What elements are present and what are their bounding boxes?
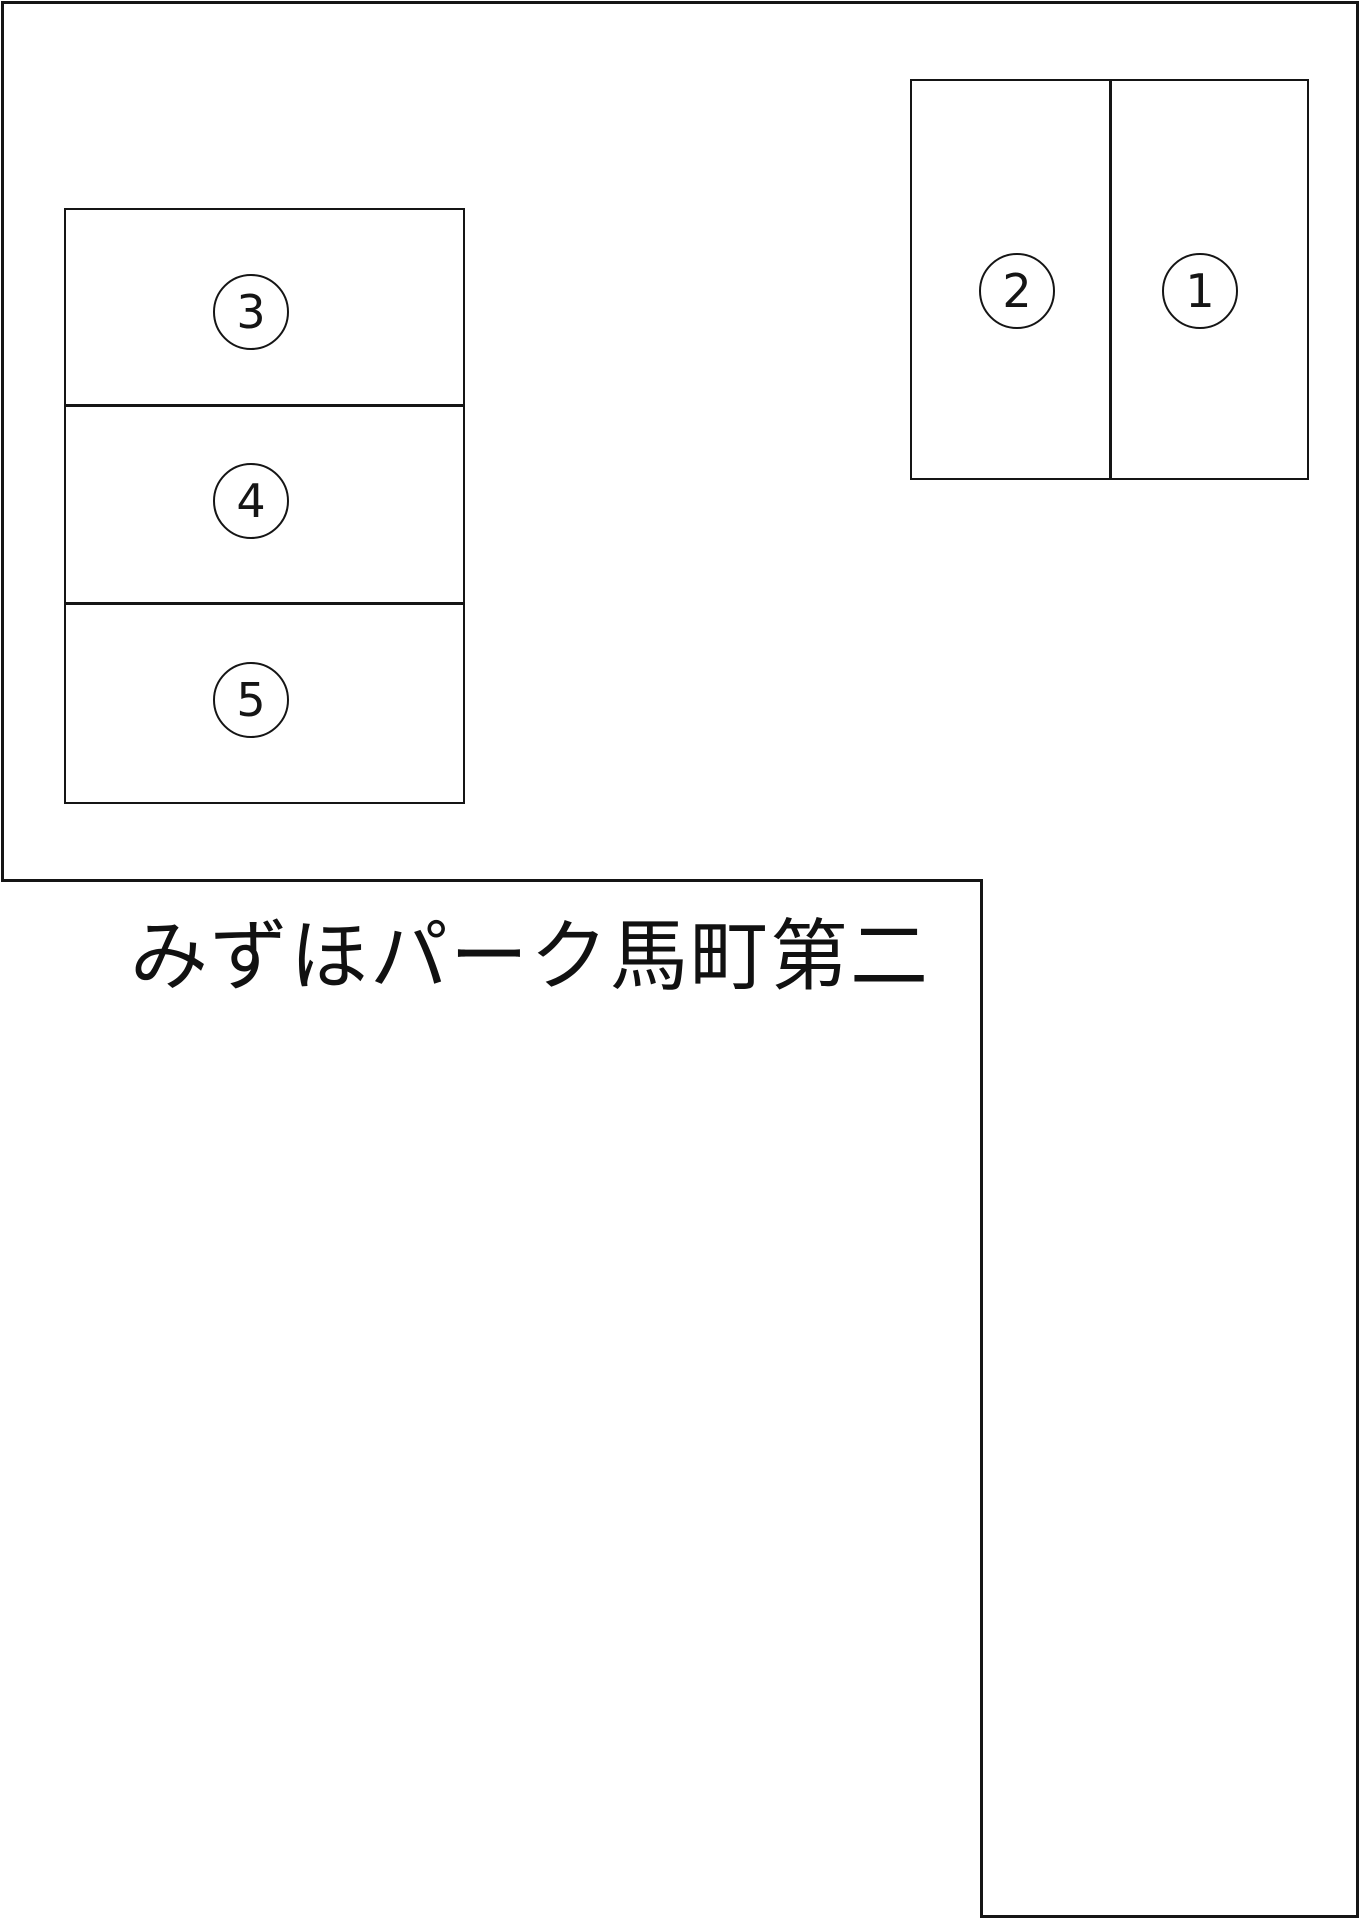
stall-number-5: 5: [213, 662, 289, 738]
stall-number-4: 4: [213, 463, 289, 539]
stall-5[interactable]: 5: [66, 605, 463, 802]
stall-number-3: 3: [213, 274, 289, 350]
stall-divider-1-2: [1109, 79, 1112, 480]
stall-2[interactable]: 2: [912, 81, 1109, 478]
stall-divider-4-5: [64, 602, 465, 605]
boundary-top: [1, 1, 1359, 4]
boundary-left: [1, 1, 4, 881]
boundary-inner-vertical: [980, 879, 983, 1918]
boundary-inner-horizontal: [1, 879, 983, 882]
stall-1[interactable]: 1: [1111, 81, 1307, 478]
boundary-bottom: [980, 1915, 1359, 1918]
stall-number-1: 1: [1162, 253, 1238, 329]
lot-name: みずほパーク馬町第二: [130, 912, 931, 1002]
stall-4[interactable]: 4: [66, 407, 463, 602]
stall-divider-3-4: [64, 404, 465, 407]
stall-number-2: 2: [979, 253, 1055, 329]
stall-block-left: [64, 208, 465, 804]
stall-3[interactable]: 3: [66, 210, 463, 404]
boundary-right: [1356, 1, 1359, 1918]
